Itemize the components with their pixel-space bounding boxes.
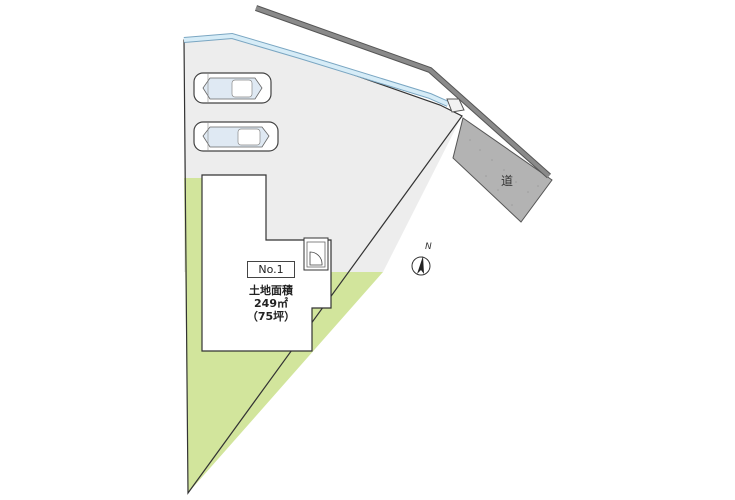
parked-car-1 <box>193 72 272 104</box>
lot-number: No.1 <box>247 261 295 278</box>
lot-area-sqm: 249㎡ <box>254 297 288 310</box>
north-compass <box>411 256 431 276</box>
road-texture <box>469 139 539 206</box>
north-letter: N <box>425 242 432 252</box>
road-area <box>452 117 553 223</box>
parked-car-2 <box>193 121 279 152</box>
lot-area-tsubo: （75坪） <box>246 310 296 323</box>
garden-area <box>184 175 383 493</box>
road-label: 道 <box>501 174 514 188</box>
lot-area-label: 土地面積 <box>249 284 293 297</box>
gate-box <box>446 98 465 113</box>
door-swing <box>309 251 323 266</box>
lot-label: No.1 土地面積 249㎡ （75坪） <box>206 258 336 323</box>
